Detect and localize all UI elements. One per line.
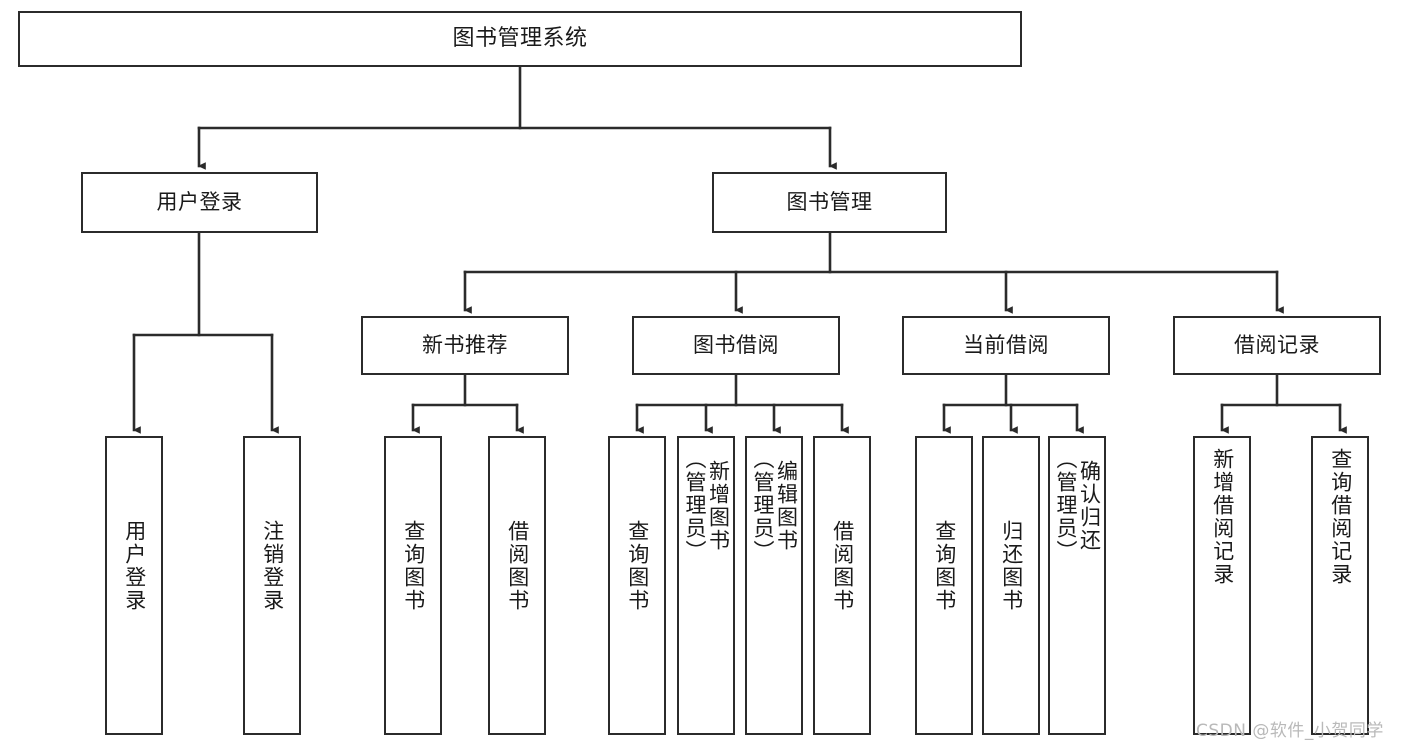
node-label: 图书管理 <box>786 190 873 215</box>
node-new-book-recommend[interactable]: 新书推荐 <box>361 316 569 375</box>
node-book-borrow[interactable]: 图书借阅 <box>632 316 840 375</box>
node-label: 图书管理系统 <box>452 26 588 52</box>
node-root-system[interactable]: 图书管理系统 <box>18 11 1022 67</box>
node-label: 查询图书 <box>625 520 650 612</box>
node-label: 确认归还 （管理员） <box>1054 448 1102 563</box>
leaf-query-borrow-record[interactable]: 查询借阅记录 <box>1311 436 1369 735</box>
node-label: 查询图书 <box>401 520 426 612</box>
node-label: 新增借阅记录 <box>1210 448 1235 586</box>
node-label: 当前借阅 <box>963 333 1049 358</box>
node-label: 借阅图书 <box>830 520 855 612</box>
node-label: 注销登录 <box>260 520 285 612</box>
leaf-query-book-recommend[interactable]: 查询图书 <box>384 436 442 735</box>
node-label: 借阅图书 <box>505 520 530 612</box>
node-label: 新增图书 （管理员） <box>683 448 731 563</box>
node-label: 借阅记录 <box>1234 333 1320 358</box>
leaf-query-book-current[interactable]: 查询图书 <box>915 436 973 735</box>
leaf-return-book[interactable]: 归还图书 <box>982 436 1040 735</box>
node-label: 图书借阅 <box>693 333 779 358</box>
leaf-borrow-book[interactable]: 借阅图书 <box>813 436 871 735</box>
node-label: 归还图书 <box>999 520 1024 612</box>
node-label: 用户登录 <box>122 520 147 612</box>
leaf-borrow-book-recommend[interactable]: 借阅图书 <box>488 436 546 735</box>
node-user-login[interactable]: 用户登录 <box>81 172 318 233</box>
node-label: 新书推荐 <box>422 333 508 358</box>
node-label: 用户登录 <box>156 190 243 215</box>
node-label: 编辑图书 （管理员） <box>751 448 799 563</box>
node-label: 查询图书 <box>932 520 957 612</box>
node-label: 查询借阅记录 <box>1328 448 1353 586</box>
node-current-borrow[interactable]: 当前借阅 <box>902 316 1110 375</box>
leaf-confirm-return-admin[interactable]: 确认归还 （管理员） <box>1048 436 1106 735</box>
node-borrow-record[interactable]: 借阅记录 <box>1173 316 1381 375</box>
leaf-edit-book-admin[interactable]: 编辑图书 （管理员） <box>745 436 803 735</box>
node-book-management[interactable]: 图书管理 <box>712 172 947 233</box>
leaf-add-book-admin[interactable]: 新增图书 （管理员） <box>677 436 735 735</box>
leaf-add-borrow-record[interactable]: 新增借阅记录 <box>1193 436 1251 735</box>
watermark-text: CSDN @软件_小贺同学 <box>1196 721 1384 741</box>
leaf-user-login[interactable]: 用户登录 <box>105 436 163 735</box>
leaf-query-book-borrow[interactable]: 查询图书 <box>608 436 666 735</box>
leaf-logout[interactable]: 注销登录 <box>243 436 301 735</box>
